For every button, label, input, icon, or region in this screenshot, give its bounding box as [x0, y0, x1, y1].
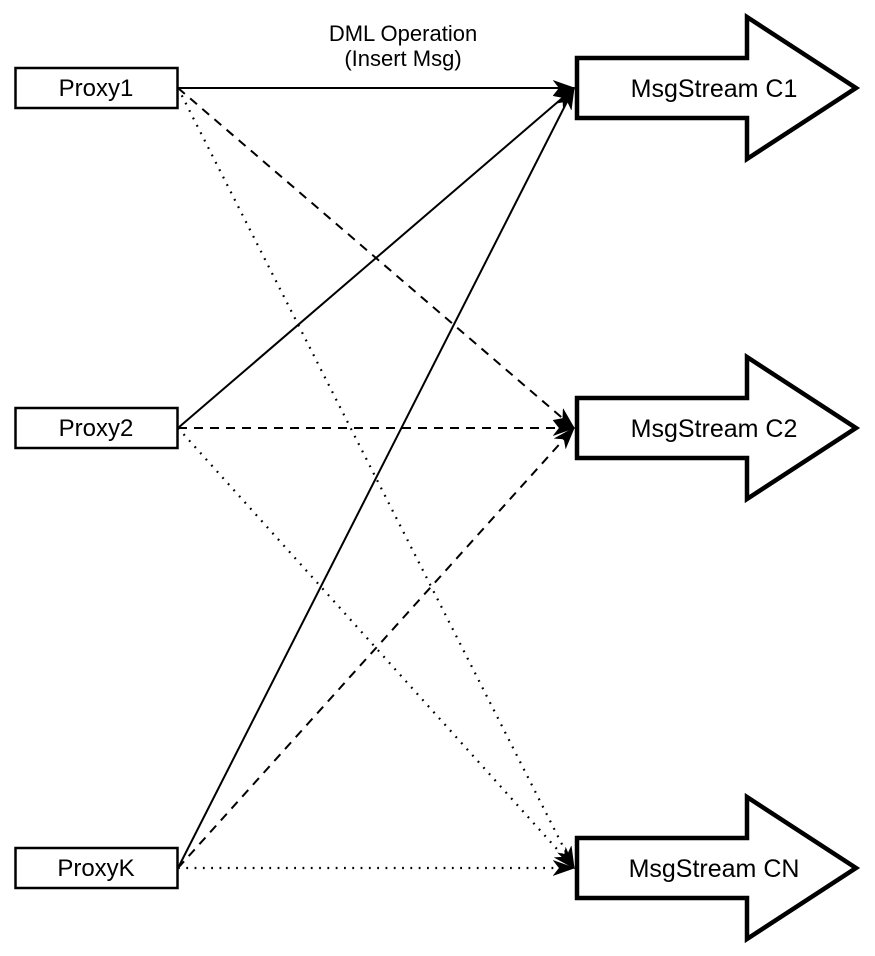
proxy2-box	[14, 406, 179, 450]
proxy2-label: Proxy2	[59, 415, 134, 442]
connection-proxyk-c1	[177, 88, 575, 869]
msgstream-c2-arrow-shape	[574, 352, 861, 504]
msgstream-cn-arrow-shape	[574, 792, 861, 944]
proxyk-box	[14, 846, 179, 890]
diagram-title-line2: (Insert Msg)	[344, 46, 461, 71]
node-proxy1: Proxy1	[14, 66, 179, 110]
connection-proxyk-c2	[177, 428, 574, 869]
msgstream-c1-arrow-shape	[574, 12, 861, 164]
node-proxy2: Proxy2	[14, 406, 179, 450]
node-msgstream-c2: MsgStream C2	[574, 352, 861, 504]
connections-layer	[177, 87, 575, 869]
proxy1-label: Proxy1	[59, 75, 134, 102]
proxy1-box	[14, 66, 179, 110]
msgstream-c2-label: MsgStream C2	[631, 415, 798, 443]
diagram-title-line1: DML Operation	[329, 21, 477, 46]
connection-proxy1-c2	[177, 87, 574, 428]
msgstream-c1-label: MsgStream C1	[631, 75, 798, 103]
node-msgstream-cn: MsgStream CN	[574, 792, 861, 944]
node-proxyk: ProxyK	[14, 846, 179, 890]
msgstream-cn-label: MsgStream CN	[629, 855, 800, 883]
node-msgstream-c1: MsgStream C1	[574, 12, 861, 164]
proxyk-label: ProxyK	[57, 855, 134, 882]
